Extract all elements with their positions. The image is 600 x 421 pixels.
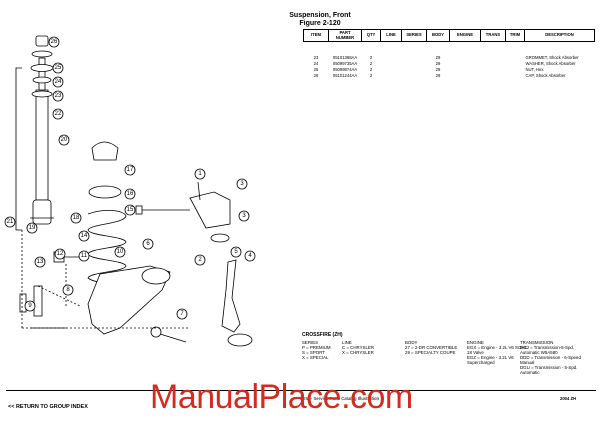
svg-text:5: 5: [234, 249, 238, 255]
callout-6: 6: [142, 238, 154, 250]
svg-text:26: 26: [51, 39, 58, 45]
svg-text:15: 15: [127, 207, 134, 213]
svg-text:4: 4: [248, 253, 252, 259]
col-engine: ENGINE: [449, 29, 481, 42]
callout-10: 10: [114, 246, 126, 258]
vehicle-code-legend: CROSSFIRE (ZH) SERIES P = PREMIUM S = SP…: [302, 332, 595, 376]
svg-text:2: 2: [198, 257, 202, 263]
svg-text:12: 12: [57, 251, 64, 257]
callout-4: 4: [244, 250, 256, 262]
callout-22: 22: [52, 108, 64, 120]
callout-14: 14: [78, 230, 90, 242]
callout-23: 23: [52, 90, 64, 102]
watermark: ManualPlace.com: [150, 378, 413, 416]
col-line: LINE: [380, 29, 402, 42]
svg-text:9: 9: [28, 303, 32, 309]
callout-25: 25: [52, 62, 64, 74]
col-body: BODY: [426, 29, 450, 42]
svg-text:1: 1: [198, 171, 202, 177]
table-row: 24 05099735AA 2 29 WASHER, Shock Absorbe…: [313, 61, 576, 66]
return-to-group-index-link[interactable]: << RETURN TO GROUP INDEX: [8, 404, 88, 410]
table-row: 25 05099874AA 2 29 NUT, Hex: [313, 67, 544, 72]
callout-3b: 3: [238, 210, 250, 222]
col-series: SERIES: [401, 29, 427, 42]
svg-text:23: 23: [55, 93, 62, 99]
footer-model-year: 2004 ZH: [560, 396, 577, 401]
callout-21: 21: [4, 216, 16, 228]
callout-16: 16: [124, 188, 136, 200]
legend-body: BODY 27 = 2-DR CONVERTIBLE 29 = SPECIALT…: [405, 340, 458, 355]
table-row: 23 05101368AA 2 29 GROMMET, Shock Absorb…: [313, 55, 579, 60]
col-trans: TRANS: [480, 29, 506, 42]
callout-24: 24: [52, 76, 64, 88]
callout-1: 1: [194, 168, 206, 180]
col-trim: TRIM: [505, 29, 525, 42]
callout-2: 2: [194, 254, 206, 266]
svg-text:16: 16: [127, 191, 134, 197]
parts-table-header: ITEM PART NUMBER QTY LINE SERIES BODY EN…: [303, 29, 595, 42]
callout-15: 15: [124, 204, 136, 216]
svg-text:13: 13: [37, 259, 44, 265]
legend-transmission: TRANSMISSION DGJ = Transmission-5-Spd. A…: [520, 340, 581, 375]
svg-text:10: 10: [117, 249, 124, 255]
legend-engine: ENGINE EGX = Engine - 3.2L V6 SOHC 18 Va…: [467, 340, 528, 365]
legend-line: LINE C = CHRYSLER X = CHRYSLER: [342, 340, 375, 355]
svg-text:7: 7: [180, 311, 184, 317]
figure-number: Figure 2-120: [299, 20, 341, 27]
parts-table: ITEM PART NUMBER QTY LINE SERIES BODY EN…: [303, 29, 595, 79]
section-title: Suspension, Front: [289, 12, 351, 19]
svg-text:20: 20: [61, 137, 68, 143]
svg-text:18: 18: [73, 215, 80, 221]
callout-5: 5: [230, 246, 242, 258]
callout-19: 19: [26, 222, 38, 234]
col-item: ITEM: [303, 29, 329, 42]
callout-12: 12: [54, 248, 66, 260]
callout-7: 7: [176, 308, 188, 320]
footer-catalog-title: NEW - Service Parts Catalog Illustration: [300, 396, 380, 401]
svg-text:24: 24: [55, 79, 62, 85]
svg-text:21: 21: [7, 219, 14, 225]
suspension-diagram: 26 25 24 23 22 20 21 19 17 16 18 15 1 3 …: [4, 35, 256, 347]
callout-3: 3: [236, 178, 248, 190]
svg-text:14: 14: [81, 233, 88, 239]
col-part-number: PART NUMBER: [328, 29, 362, 42]
svg-text:6: 6: [146, 241, 150, 247]
svg-text:8: 8: [66, 287, 70, 293]
svg-text:17: 17: [127, 167, 134, 173]
svg-text:11: 11: [81, 253, 88, 259]
svg-text:22: 22: [55, 111, 62, 117]
page-title: Suspension, Front Figure 2-120: [230, 12, 410, 28]
table-row: 26 05101244AA 2 29 CAP, Shock Absorber: [313, 73, 566, 78]
callout-17: 17: [124, 164, 136, 176]
svg-text:25: 25: [55, 65, 62, 71]
callout-13: 13: [34, 256, 46, 268]
svg-text:3: 3: [242, 213, 246, 219]
legend-heading: CROSSFIRE (ZH): [302, 332, 343, 338]
col-qty: QTY: [361, 29, 381, 42]
legend-series: SERIES P = PREMIUM S = SPORT X = SPECIAL: [302, 340, 331, 360]
svg-text:19: 19: [29, 225, 36, 231]
col-description: DESCRIPTION: [524, 29, 595, 42]
footer-divider: [6, 390, 596, 391]
callout-20: 20: [58, 134, 70, 146]
callout-26: 26: [48, 36, 60, 48]
svg-text:3: 3: [240, 181, 244, 187]
callout-9: 9: [24, 300, 36, 312]
callout-11: 11: [78, 250, 90, 262]
callout-18: 18: [70, 212, 82, 224]
callout-8: 8: [62, 284, 74, 296]
